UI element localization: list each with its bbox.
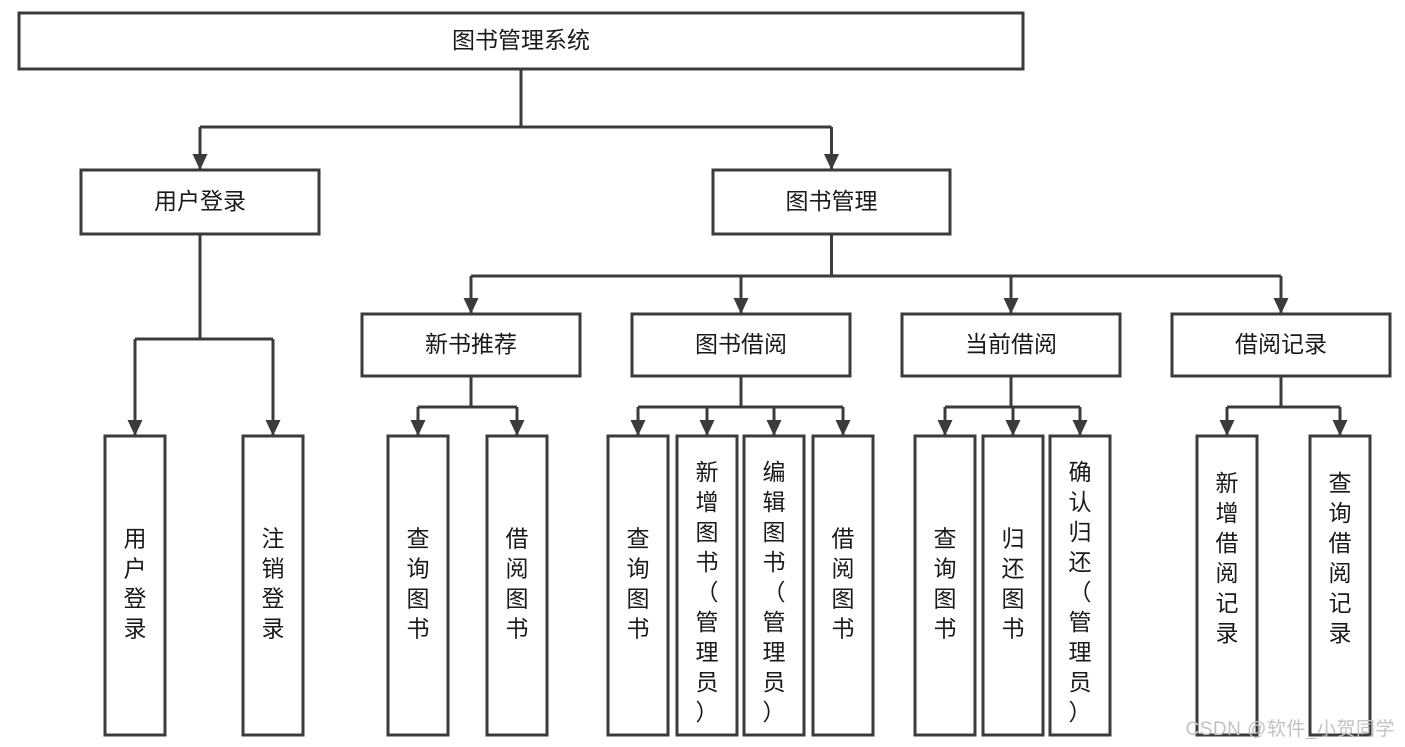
node-l-logout[interactable]: 注销登录 [241,434,305,737]
node-label: 借阅图书 [506,526,529,642]
node-label: 当前借阅 [965,331,1057,357]
arrow-head-icon [192,154,208,170]
node-label: 归还图书 [1002,526,1025,642]
node-box [1308,434,1372,737]
node-label: 查询图书 [407,526,430,642]
node-label: 图书管理 [786,188,878,214]
arrow-head-icon [835,420,851,436]
node-n-book-borrow[interactable]: 图书借阅 [630,312,852,378]
arrow-head-icon [733,298,749,314]
node-n-borrow-record[interactable]: 借阅记录 [1170,312,1392,378]
edges-layer [127,69,1348,436]
node-l-bb-borrow-book[interactable]: 借阅图书 [811,434,875,737]
node-box [103,434,167,737]
arrow-head-icon [127,420,143,436]
node-n-new-book-rec[interactable]: 新书推荐 [360,312,582,378]
arrow-head-icon [824,154,839,170]
node-box [913,434,977,737]
node-box [742,434,806,737]
node-label: 查询图书 [934,526,957,642]
arrow-head-icon [1332,420,1348,436]
node-box [1170,312,1392,378]
node-box [630,312,852,378]
node-root[interactable]: 图书管理系统 [17,11,1025,71]
arrow-head-icon [265,420,281,436]
arrow-head-icon [1072,420,1088,436]
node-label: 新书推荐 [425,331,517,357]
node-box [485,434,549,737]
node-label: 图书管理系统 [452,27,590,53]
node-label: 用户登录 [154,188,246,214]
arrow-head-icon [766,420,782,436]
node-box [17,11,1025,71]
node-box [811,434,875,737]
nodes-layer: 图书管理系统用户登录图书管理新书推荐图书借阅当前借阅借阅记录用户登录注销登录查询… [17,11,1392,737]
arrow-head-icon [1003,298,1019,314]
arrow-head-icon [937,420,953,436]
node-label: 新增借阅记录 [1216,470,1239,646]
arrow-head-icon [509,420,525,436]
node-label: 借阅记录 [1235,331,1327,357]
node-box [1195,434,1259,737]
node-box [79,168,321,236]
node-l-rec-borrow-book[interactable]: 借阅图书 [485,434,549,737]
node-l-user-login[interactable]: 用户登录 [103,434,167,737]
node-label: 注销登录 [262,526,285,642]
node-l-cb-confirm-return[interactable]: 确认归还（管理员） [1048,434,1112,737]
node-box [900,312,1122,378]
node-l-br-add-record[interactable]: 新增借阅记录 [1195,434,1259,737]
node-n-book-manage[interactable]: 图书管理 [711,168,952,236]
node-label: 编辑图书（管理员） [763,459,786,725]
node-l-bb-query-book[interactable]: 查询图书 [606,434,670,737]
node-box [711,168,952,236]
node-box [675,434,739,737]
node-box [981,434,1045,737]
arrow-head-icon [410,420,426,436]
node-label: 查询借阅记录 [1329,470,1352,646]
arrow-head-icon [1273,298,1289,314]
node-l-rec-query-book[interactable]: 查询图书 [386,434,450,737]
node-label: 查询图书 [627,526,650,642]
node-n-current-borrow[interactable]: 当前借阅 [900,312,1122,378]
node-l-bb-add-book[interactable]: 新增图书（管理员） [675,434,739,737]
csdn-watermark: CSDN @软件_小贺同学 [1185,719,1395,740]
node-l-cb-return-book[interactable]: 归还图书 [981,434,1045,737]
node-box [606,434,670,737]
node-l-cb-query-book[interactable]: 查询图书 [913,434,977,737]
node-label: 新增图书（管理员） [696,459,719,725]
arrow-head-icon [630,420,646,436]
arrow-head-icon [1005,420,1021,436]
arrow-head-icon [1219,420,1235,436]
node-label: 确认归还（管理员） [1069,459,1092,725]
arrow-head-icon [699,420,715,436]
arrow-head-icon [463,298,479,314]
node-label: 图书借阅 [695,331,787,357]
node-l-bb-edit-book[interactable]: 编辑图书（管理员） [742,434,806,737]
node-label: 用户登录 [124,526,147,642]
node-label: 借阅图书 [832,526,855,642]
node-l-br-query-record[interactable]: 查询借阅记录 [1308,434,1372,737]
node-box [386,434,450,737]
node-n-user-login[interactable]: 用户登录 [79,168,321,236]
node-box [1048,434,1112,737]
node-box [360,312,582,378]
node-box [241,434,305,737]
